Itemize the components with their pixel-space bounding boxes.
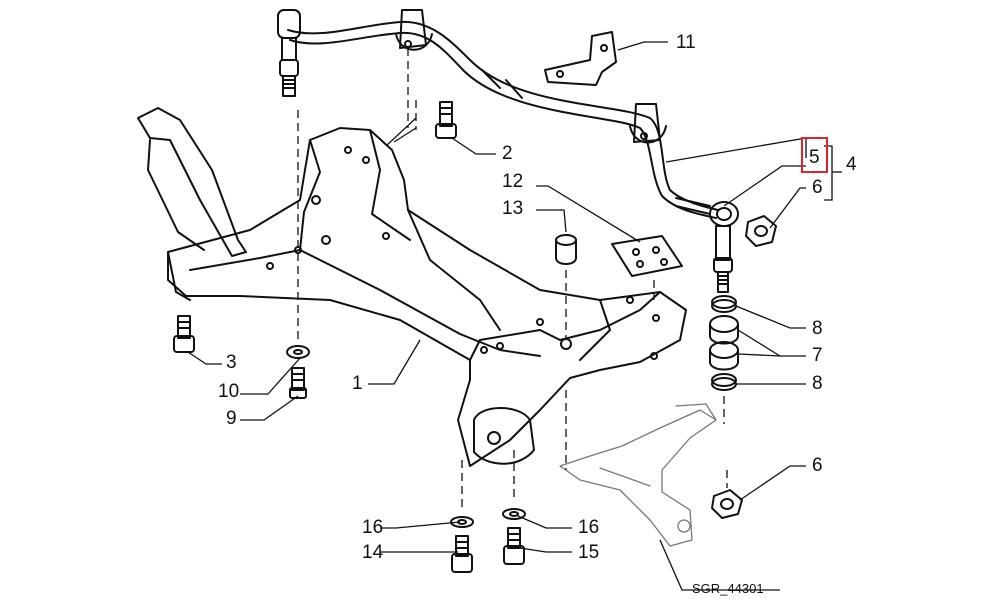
- bushing-7-upper: [709, 315, 739, 345]
- callout-6-upper: 6: [812, 177, 823, 198]
- callout-2: 2: [502, 143, 513, 164]
- drop-link-5: [675, 197, 739, 293]
- left-bar-link: [277, 9, 301, 97]
- callout-9: 9: [226, 408, 237, 429]
- dashed-guides: [297, 48, 728, 510]
- plate-12: [611, 235, 683, 277]
- callout-11: 11: [676, 32, 696, 53]
- bolt-14: [451, 535, 473, 573]
- callout-8-lower: 8: [812, 373, 823, 394]
- washer-8-upper: [711, 295, 737, 313]
- highlight-box-5: [801, 137, 828, 173]
- bolt-2: [435, 101, 457, 139]
- callout-10: 10: [218, 381, 240, 402]
- callout-5: 5: [809, 147, 820, 168]
- bar-clamp-right: [629, 103, 667, 144]
- callout-7: 7: [812, 345, 823, 366]
- bushing-7-lower: [709, 341, 739, 371]
- washer-10: [286, 345, 310, 359]
- bushing-13: [555, 234, 577, 265]
- bracket-11: [544, 31, 617, 86]
- nut-6-lower: [711, 489, 743, 519]
- bar-clamp-left: [395, 9, 433, 51]
- drawing-code: SGR_44301: [692, 581, 764, 596]
- callout-3: 3: [226, 352, 237, 373]
- callout-16-right: 16: [578, 517, 600, 538]
- washer-8-lower: [711, 373, 737, 391]
- callout-15: 15: [578, 542, 600, 563]
- callout-8-upper: 8: [812, 318, 823, 339]
- callout-1: 1: [352, 373, 363, 394]
- callout-13: 13: [502, 198, 524, 219]
- callout-6-lower: 6: [812, 455, 823, 476]
- bolt-9: [289, 367, 307, 399]
- control-arm: [559, 403, 717, 547]
- washer-16-right: [502, 508, 526, 520]
- callout-4: 4: [846, 154, 857, 175]
- callout-12: 12: [502, 171, 524, 192]
- callout-14: 14: [362, 542, 384, 563]
- callout-16-left: 16: [362, 517, 384, 538]
- bolt-15: [503, 527, 525, 565]
- nut-6-upper: [745, 215, 777, 247]
- leader-lines: [187, 41, 842, 591]
- subframe-1: [137, 107, 687, 467]
- bolt-3: [173, 315, 195, 353]
